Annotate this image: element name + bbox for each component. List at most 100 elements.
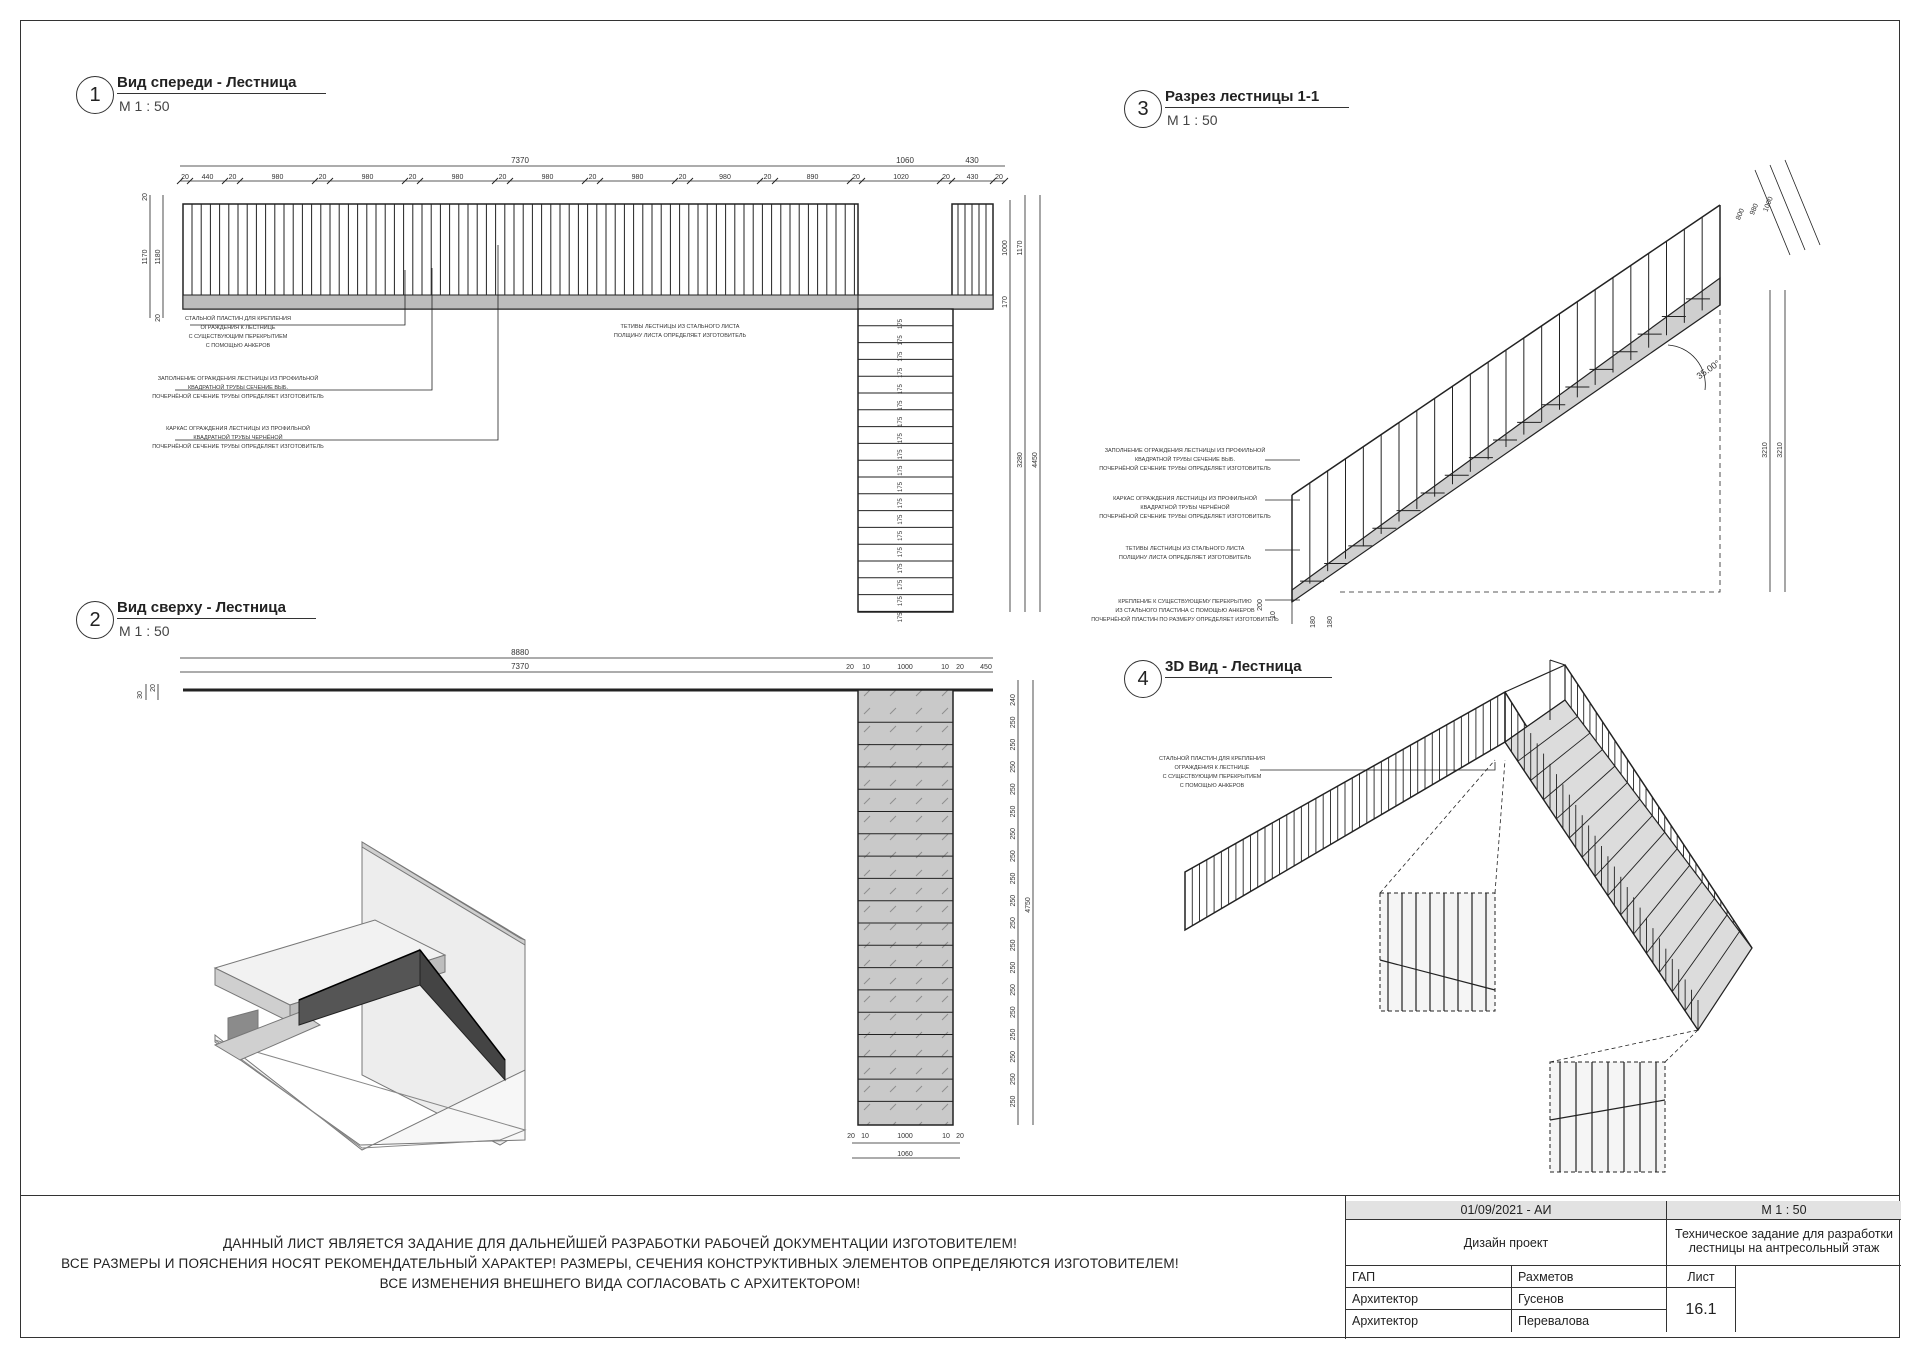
stair-tread bbox=[1569, 782, 1628, 839]
tread-dimension: 175 bbox=[898, 498, 904, 509]
general-notes: ДАННЫЙ ЛИСТ ЯВЛЯЕТСЯ ЗАДАНИЕ ДЛЯ ДАЛЬНЕЙ… bbox=[20, 1234, 1220, 1294]
dimension-segment: 890 bbox=[807, 174, 819, 181]
dimension-segment: 20 bbox=[852, 174, 860, 181]
stair-tread bbox=[1594, 815, 1653, 877]
dimension-segment: 980 bbox=[362, 174, 374, 181]
callout-text: ТЕТИВЫ ЛЕСТНИЦЫ ИЗ СТАЛЬНОГО ЛИСТА bbox=[1126, 546, 1245, 552]
stair-tread bbox=[1684, 931, 1740, 1012]
section-view bbox=[1265, 159, 1821, 624]
dimension-vertical: 20 bbox=[150, 684, 157, 692]
description-cell: Техническое задание для разработки лестн… bbox=[1666, 1220, 1901, 1266]
view-number-badge: 3 bbox=[1124, 90, 1162, 128]
callout-text: С ПОМОЩЬЮ АНКЕРОВ bbox=[206, 343, 271, 349]
tread-dimension: 250 bbox=[1010, 850, 1017, 862]
stair-tread bbox=[1556, 765, 1616, 820]
callout-text: С СУЩЕСТВУЮЩИМ ПЕРЕКРЫТИЕМ bbox=[189, 334, 288, 340]
tread-dimension: 175 bbox=[898, 400, 904, 411]
role-cell: Архитектор bbox=[1352, 1314, 1419, 1328]
dimension-segment: 10 bbox=[941, 664, 949, 671]
dimension-vertical: 4450 bbox=[1032, 452, 1039, 468]
callout-text: ПОЧЕРНЁНОЙ СЕЧЕНИЕ ТРУБЫ ОПРЕДЕЛЯЕТ ИЗГО… bbox=[152, 442, 324, 450]
dimension-tick bbox=[186, 177, 194, 185]
dimension-tick bbox=[671, 177, 679, 185]
dimension-segment: 20 bbox=[942, 174, 950, 181]
dimension-vertical: 3210 bbox=[1762, 442, 1769, 458]
dimension-vertical: 30 bbox=[137, 691, 144, 699]
description-line: лестницы на антресольный этаж bbox=[1688, 1241, 1880, 1255]
callout-text: С СУЩЕСТВУЮЩИМ ПЕРЕКРЫТИЕМ bbox=[1163, 774, 1262, 780]
detail-stringer bbox=[1379, 959, 1496, 991]
tread-dimension: 250 bbox=[1010, 806, 1017, 818]
dimension-segment: 20 bbox=[229, 174, 237, 181]
view-scale: М 1 : 50 bbox=[1167, 112, 1218, 128]
dimension-segment: 1000 bbox=[897, 1133, 913, 1140]
dimension-tick bbox=[416, 177, 424, 185]
dimension-tick bbox=[989, 177, 997, 185]
dimension-tick bbox=[581, 177, 589, 185]
dimension-label: 200 bbox=[1257, 599, 1264, 611]
callout-text: КВАДРАТНОЙ ТРУБЫ ЧЕРНЁНОЙ bbox=[193, 433, 282, 441]
role-cell: ГАП bbox=[1346, 1266, 1511, 1288]
detail-stringer bbox=[1549, 1099, 1666, 1121]
dimension-tick bbox=[176, 177, 184, 185]
dimension-tick bbox=[506, 177, 514, 185]
callout-text: СТАЛЬНОЙ ПЛАСТИН ДЛЯ КРЕПЛЕНИЯ bbox=[1159, 754, 1265, 762]
front-view bbox=[149, 165, 1041, 613]
tread-dimension: 250 bbox=[1010, 872, 1017, 884]
dimension-tick bbox=[326, 177, 334, 185]
3d-view bbox=[1184, 659, 1753, 1173]
stair-tread bbox=[1633, 865, 1691, 935]
dimension-tick bbox=[936, 177, 944, 185]
dimension-segment: 20 bbox=[499, 174, 507, 181]
callout-text: КВАДРАТНОЙ ТРУБЫ СЕЧЕНИЕ ВЫБ. bbox=[188, 383, 289, 391]
tread-dimension: 175 bbox=[898, 384, 904, 395]
note-line: ВСЕ РАЗМЕРЫ И ПОЯСНЕНИЯ НОСЯТ РЕКОМЕНДАТ… bbox=[61, 1256, 1179, 1271]
dimension-label: 980 bbox=[1749, 203, 1760, 217]
callout-text: ПОЧЕРНЁНОЙ СЕЧЕНИЕ ТРУБЫ ОПРЕДЕЛЯЕТ ИЗГО… bbox=[1099, 464, 1271, 472]
dimension-segment: 980 bbox=[719, 174, 731, 181]
tread-dimension: 250 bbox=[1010, 1029, 1017, 1041]
sheet-number: 16.1 bbox=[1666, 1288, 1736, 1332]
stair-tread bbox=[1543, 749, 1603, 800]
callout-text: ОГРАЖДЕНИЯ К ЛЕСТНИЦЕ bbox=[201, 325, 276, 331]
stair-tread bbox=[1607, 831, 1666, 896]
callout-text: КАРКАС ОГРАЖДЕНИЯ ЛЕСТНИЦЫ ИЗ ПРОФИЛЬНОЙ bbox=[166, 424, 310, 432]
callout-text: КВАДРАТНОЙ ТРУБЫ ЧЕРНЁНОЙ bbox=[1140, 503, 1229, 511]
tread-dimension: 250 bbox=[1010, 1095, 1017, 1107]
dimension-segment: 440 bbox=[202, 174, 214, 181]
dimension-segment: 10 bbox=[942, 1133, 950, 1140]
dimension-segment: 20 bbox=[995, 174, 1003, 181]
note-line: ВСЕ ИЗМЕНЕНИЯ ВНЕШНЕГО ВИДА СОГЛАСОВАТЬ … bbox=[379, 1276, 861, 1291]
dimension-vertical: 1170 bbox=[1017, 240, 1024, 255]
date-cell: 01/09/2021 - АИ bbox=[1346, 1201, 1666, 1220]
dimension-vertical: 3280 bbox=[1017, 452, 1024, 468]
dimension-tick bbox=[596, 177, 604, 185]
dimension-overall: 7370 bbox=[511, 156, 529, 165]
tread-dimension: 250 bbox=[1010, 783, 1017, 795]
callout-text: ТЕТИВЫ ЛЕСТНИЦЫ ИЗ СТАЛЬНОГО ЛИСТА bbox=[621, 324, 740, 330]
tread-dimension: 175 bbox=[898, 318, 904, 329]
stair-tread bbox=[1646, 881, 1703, 954]
callout-text: С ПОМОЩЬЮ АНКЕРОВ bbox=[1180, 783, 1245, 789]
callout-text: ПОЧЕРНЁНОЙ СЕЧЕНИЕ ТРУБЫ ОПРЕДЕЛЯЕТ ИЗГО… bbox=[152, 392, 324, 400]
room-isometric bbox=[213, 841, 527, 1151]
view-title-name: Разрез лестницы 1-1 bbox=[1165, 88, 1350, 108]
tread-dimension: 250 bbox=[1010, 716, 1017, 728]
title-block: ДАННЫЙ ЛИСТ ЯВЛЯЕТСЯ ЗАДАНИЕ ДЛЯ ДАЛЬНЕЙ… bbox=[20, 1195, 1901, 1339]
callout-text: КВАДРАТНОЙ ТРУБЫ СЕЧЕНИЕ ВЫБ. bbox=[1135, 455, 1236, 463]
view-number-badge: 1 bbox=[76, 76, 114, 114]
dimension-label: 10 bbox=[1270, 611, 1277, 619]
dimension-segment: 450 bbox=[980, 664, 992, 671]
person-cell: Рахметов bbox=[1511, 1266, 1666, 1288]
dimension-total: 1060 bbox=[897, 1151, 913, 1158]
person-cell: Перевалова bbox=[1511, 1310, 1666, 1332]
callout-text: ОГРАЖДЕНИЯ К ЛЕСТНИЦЕ bbox=[1175, 765, 1250, 771]
tread-dimension: 175 bbox=[898, 481, 904, 492]
tread-dimension: 250 bbox=[1010, 984, 1017, 996]
callout-text: ЗАПОЛНЕНИЕ ОГРАЖДЕНИЯ ЛЕСТНИЦЫ ИЗ ПРОФИЛ… bbox=[1105, 446, 1266, 454]
dimension-vertical: 170 bbox=[1002, 296, 1009, 308]
tread-dimension: 175 bbox=[898, 432, 904, 443]
tread-dimension: 250 bbox=[1010, 761, 1017, 773]
dimension-vertical: 1000 bbox=[1002, 240, 1009, 256]
